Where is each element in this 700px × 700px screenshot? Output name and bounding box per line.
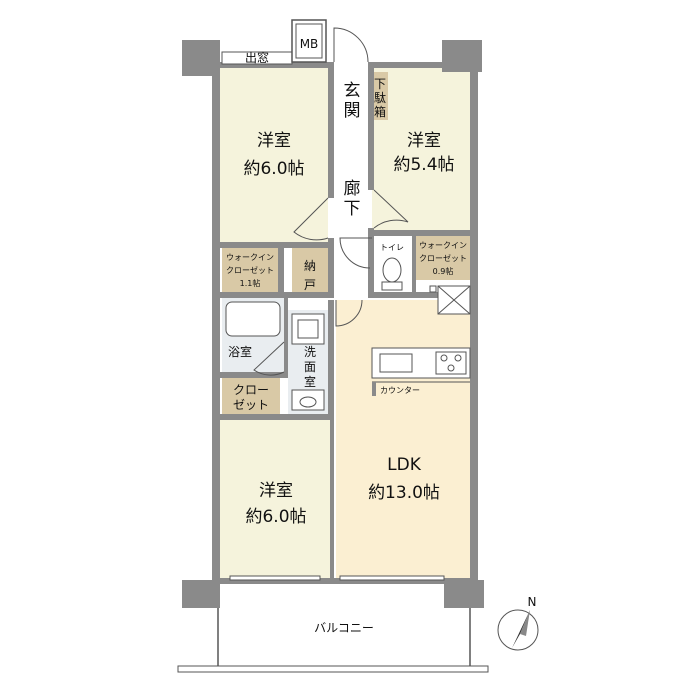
wall-ldk-left (330, 420, 334, 580)
wall-above-closet (220, 372, 288, 378)
shoebox-l1: 下 (374, 77, 386, 91)
door-room2 (373, 189, 409, 229)
storage-area (292, 248, 328, 296)
room1-name: 洋室 (257, 131, 291, 151)
stove (435, 351, 467, 375)
compass-label: N (528, 595, 537, 609)
kitchen-sink (379, 353, 413, 373)
door-bath (253, 341, 285, 376)
walkin-closet-left-area (222, 248, 278, 292)
pillar-bottom-left (182, 580, 220, 608)
fixtures (225, 257, 471, 411)
meter-box-label: MB (300, 37, 319, 51)
wall-top-left (220, 62, 332, 68)
wall-under-room2 (372, 230, 472, 236)
window-bottom-ldk (339, 575, 445, 581)
wall-hall-right (368, 62, 374, 190)
counter-label: カウンター (380, 386, 420, 395)
room3-size: 約6.0帖 (245, 507, 306, 527)
wash-l3: 室 (304, 374, 316, 389)
wall-under-closet (220, 414, 332, 420)
room2-size: 約5.4帖 (393, 155, 454, 175)
hallway-area (334, 68, 370, 296)
walls (182, 40, 484, 608)
hallway-l2: 下 (344, 199, 361, 219)
wash-l1: 洗 (304, 345, 316, 359)
door-room1 (293, 197, 329, 241)
pillar-top-right (442, 40, 482, 72)
wall-bath-wash (284, 298, 288, 374)
room3-name: 洋室 (259, 481, 293, 501)
shoebox-l3: 箱 (374, 104, 386, 119)
bathtub (225, 301, 281, 337)
western-room-bottom-left-area (220, 418, 332, 578)
bay-window-label: 出窓 (245, 50, 269, 65)
ldk-size: 約13.0帖 (368, 483, 440, 503)
hallway-l1: 廊 (344, 179, 361, 199)
meter-box (291, 19, 327, 63)
washing-machine (291, 313, 325, 345)
wash-basin (291, 389, 325, 411)
walkin-right-l3: 0.9帖 (433, 266, 454, 276)
walkin-left-l1: ウォークイン (226, 253, 274, 262)
pillar-bottom-right (444, 580, 484, 608)
room2-name: 洋室 (407, 131, 441, 151)
entrance-door (333, 27, 369, 63)
pillar-top-left (182, 40, 220, 76)
balcony-label: バルコニー (314, 621, 374, 635)
entrance-l2: 関 (344, 101, 361, 121)
wall-toilet-right (412, 236, 416, 294)
wall-hall-left (328, 62, 334, 198)
walkin-left-l2: クローゼット (226, 265, 274, 275)
window-bottom-left (229, 575, 321, 581)
wall-wash-right (328, 300, 334, 420)
toilet-bowl (382, 257, 402, 283)
doors (253, 27, 409, 376)
walkin-left-l3: 1.1帖 (240, 278, 261, 288)
ldk-area (336, 300, 472, 578)
storage-l1: 納 (304, 259, 316, 273)
door-wash (335, 299, 363, 327)
closet-l1: クロー (233, 383, 269, 397)
wall-under-room1 (220, 242, 332, 248)
compass-icon (497, 609, 539, 651)
balcony (177, 608, 489, 673)
wall-hall-left-lower (328, 238, 334, 298)
wall-bottom (220, 578, 470, 584)
western-room-top-right-area (372, 68, 470, 232)
walkin-right-l1: ウォークイン (419, 241, 467, 250)
shoebox-l2: 駄 (374, 90, 386, 105)
door-toilet (339, 237, 372, 269)
entrance-l1: 玄 (344, 81, 361, 101)
wall-toilet-bottom (372, 292, 472, 298)
wall-hall-right-lower (368, 228, 374, 298)
wall-left-outer (212, 40, 220, 586)
closet-l2: ゼット (233, 398, 269, 412)
labels: 洋室 約6.0帖 洋室 約5.4帖 洋室 約6.0帖 LDK 約13.0帖 ウォ… (226, 37, 536, 635)
shoe-box-area (372, 72, 388, 120)
walkin-right-l2: クローゼット (419, 253, 467, 263)
wall-right-outer (470, 50, 478, 586)
western-room-top-left-area (220, 68, 328, 244)
walkin-closet-right-area (414, 236, 472, 280)
bath-name: 浴室 (228, 344, 252, 359)
toilet-name: トイレ (380, 243, 404, 252)
wall-above-bath (220, 292, 332, 298)
ldk-name: LDK (387, 455, 422, 475)
closet-area (222, 378, 280, 416)
wall-top-right (370, 62, 446, 68)
storage-l2: 戸 (304, 278, 316, 292)
balcony-rail (177, 665, 489, 673)
room1-size: 約6.0帖 (243, 159, 304, 179)
wash-l2: 面 (304, 360, 316, 374)
wall-walkin-left (278, 248, 284, 296)
windows (221, 51, 445, 581)
